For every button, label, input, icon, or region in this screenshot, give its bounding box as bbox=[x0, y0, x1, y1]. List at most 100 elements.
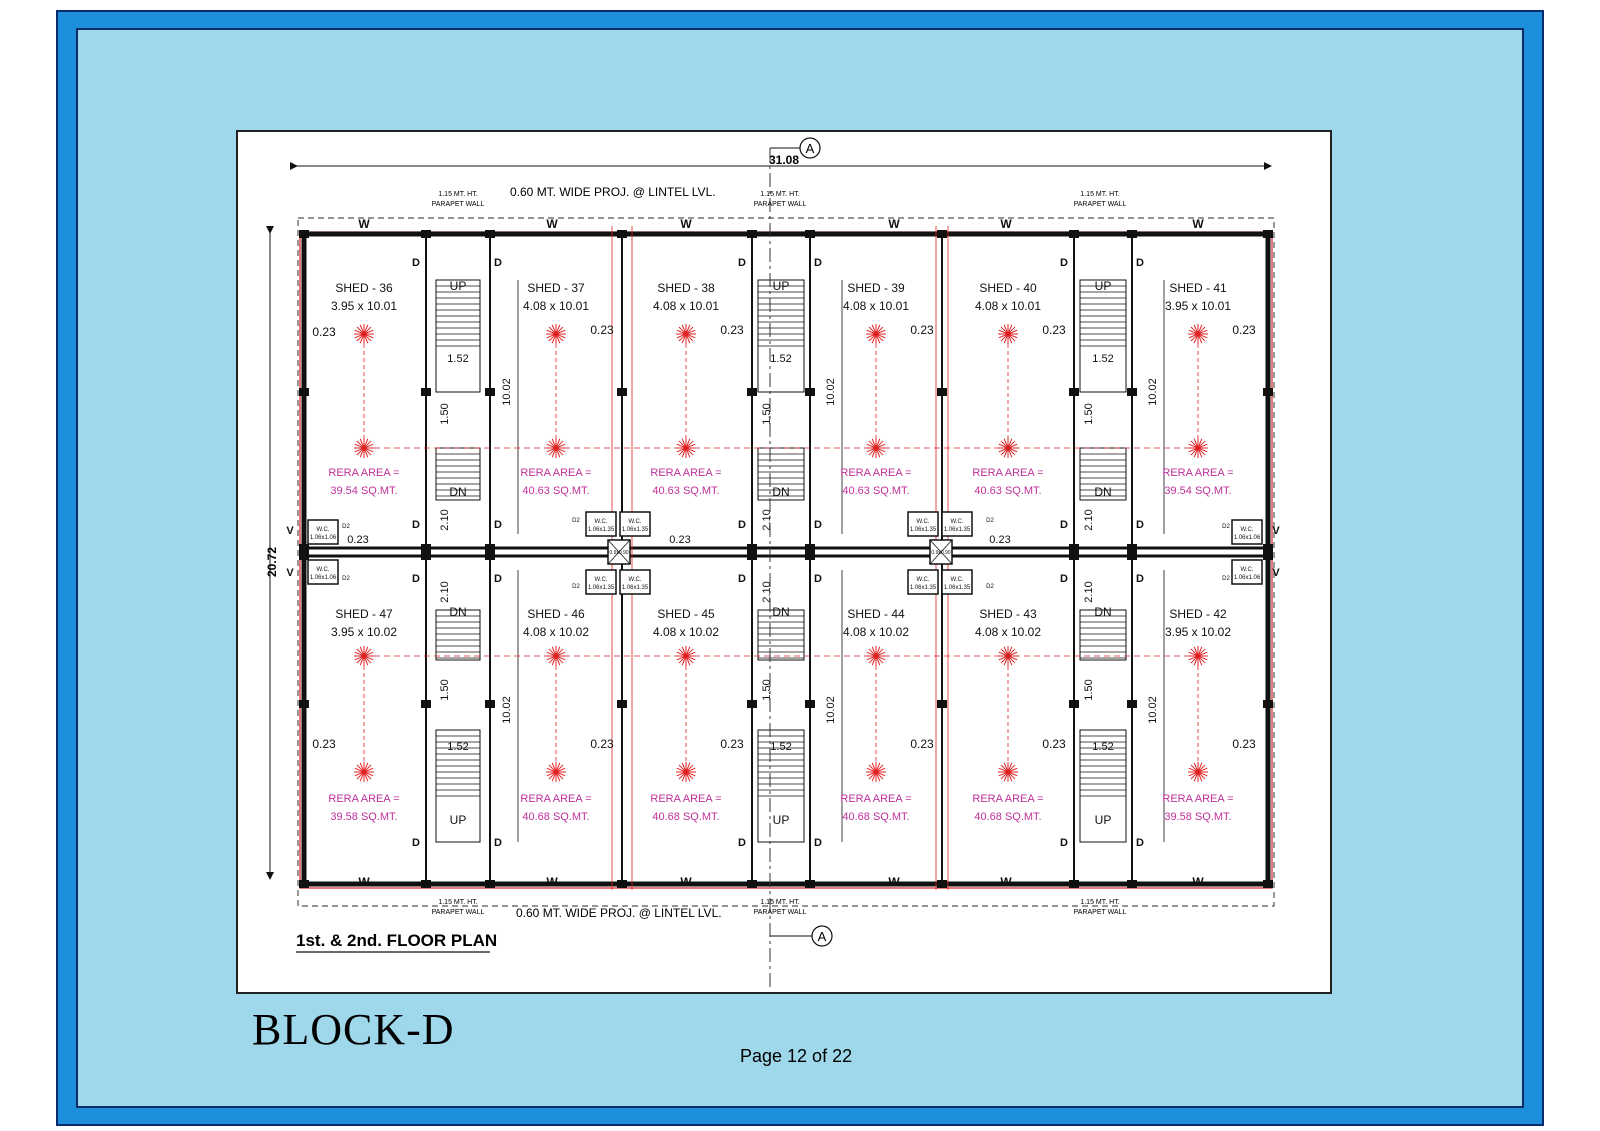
door-tag: D bbox=[1136, 837, 1144, 849]
light-points bbox=[354, 324, 1208, 782]
column bbox=[1069, 544, 1079, 552]
plan-title: 1st. & 2nd. FLOOR PLAN bbox=[296, 931, 497, 950]
column bbox=[1263, 700, 1273, 708]
wc-outline bbox=[585, 511, 617, 537]
rera-area-label: RERA AREA = bbox=[840, 793, 911, 805]
duct-cross bbox=[607, 539, 631, 565]
shed-size: 4.08 x 10.01 bbox=[843, 299, 909, 313]
door-tag: D bbox=[494, 837, 502, 849]
wall-thickness-label: 0.23 bbox=[669, 534, 690, 546]
landing-dimension: 1.50 bbox=[439, 403, 451, 424]
staircase-flight bbox=[757, 279, 805, 393]
column bbox=[1263, 552, 1273, 560]
rera-area-value: 40.63 SQ.MT. bbox=[842, 485, 909, 497]
door-tag: D bbox=[412, 837, 420, 849]
wall-thickness-label: 0.23 bbox=[910, 737, 934, 751]
door-tag-d2: D2 bbox=[1222, 524, 1230, 530]
wc-outline bbox=[907, 511, 939, 537]
wall-thickness-label: 0.23 bbox=[347, 534, 368, 546]
shed-size: 4.08 x 10.02 bbox=[975, 625, 1041, 639]
wall-thickness-label: 0.23 bbox=[720, 323, 744, 337]
column bbox=[421, 552, 431, 560]
column bbox=[805, 544, 815, 552]
wall-thickness-label: 0.23 bbox=[910, 323, 934, 337]
door-tag: D bbox=[738, 573, 746, 585]
door-tag: D bbox=[412, 573, 420, 585]
landing-dimension: 1.50 bbox=[439, 679, 451, 700]
lintel-projection-outline bbox=[297, 217, 1275, 907]
rera-area-value: 40.68 SQ.MT. bbox=[522, 811, 589, 823]
wc-outline bbox=[307, 559, 339, 585]
rera-area-label: RERA AREA = bbox=[650, 793, 721, 805]
shed-name: SHED - 40 bbox=[979, 281, 1037, 295]
shed-size: 3.95 x 10.02 bbox=[331, 625, 397, 639]
rera-area-label: RERA AREA = bbox=[328, 467, 399, 479]
parapet-note-top-right-1: 1.15 MT. HT. bbox=[1080, 191, 1119, 198]
stair-outline bbox=[757, 279, 805, 393]
column bbox=[805, 700, 815, 708]
parapet-note-top-mid-2: PARAPET WALL bbox=[754, 201, 807, 208]
stair-outline bbox=[435, 279, 481, 393]
column bbox=[1069, 230, 1079, 238]
column bbox=[747, 700, 757, 708]
light-ray bbox=[354, 767, 374, 777]
wc-size: 1.06x1.35 bbox=[588, 527, 615, 533]
column bbox=[421, 880, 431, 888]
stair-gap-dimension: 2.10 bbox=[1083, 581, 1095, 602]
column bbox=[299, 388, 309, 396]
stair-outline bbox=[757, 729, 805, 843]
stair-up-label: UP bbox=[1095, 813, 1112, 827]
stair-width-dimension: 1.52 bbox=[1092, 741, 1113, 753]
wc-room: W.C.1.06x1.35 bbox=[907, 569, 939, 595]
wc-room: W.C.1.06x1.06 bbox=[307, 559, 339, 585]
window-tag-bottom: W bbox=[1000, 875, 1012, 889]
wc-label: W.C. bbox=[317, 567, 330, 573]
duct: 0.9x0.90 bbox=[929, 539, 953, 565]
wc-label: W.C. bbox=[917, 577, 930, 583]
window-tag-top: W bbox=[546, 217, 558, 231]
wall-thickness-label: 0.23 bbox=[590, 323, 614, 337]
duct-cross bbox=[929, 539, 953, 565]
shed-size: 4.08 x 10.02 bbox=[653, 625, 719, 639]
column bbox=[1069, 700, 1079, 708]
column bbox=[421, 700, 431, 708]
stair-gap-dimension: 2.10 bbox=[439, 581, 451, 602]
parapet-note-top-left-1: 1.15 MT. HT. bbox=[438, 191, 477, 198]
wall-thickness-label: 0.23 bbox=[989, 534, 1010, 546]
column bbox=[747, 552, 757, 560]
page-number: Page 12 of 22 bbox=[740, 1046, 853, 1066]
light-ray bbox=[546, 329, 566, 339]
door-tag-d2: D2 bbox=[342, 524, 350, 530]
stair-gap-dimension: 2.10 bbox=[761, 581, 773, 602]
wc-label: W.C. bbox=[629, 577, 642, 583]
shed-depth-dimension: 10.02 bbox=[501, 378, 513, 406]
duct: 0.9x0.90 bbox=[607, 539, 631, 565]
column bbox=[485, 388, 495, 396]
outer-wall bbox=[301, 231, 1271, 887]
rera-area-value: 39.54 SQ.MT. bbox=[330, 485, 397, 497]
window-tag-top: W bbox=[358, 217, 370, 231]
rera-area-label: RERA AREA = bbox=[520, 467, 591, 479]
door-tag: D bbox=[738, 837, 746, 849]
wall-thickness-label: 0.23 bbox=[1232, 323, 1256, 337]
door-tag: D bbox=[1060, 837, 1068, 849]
window-tag-bottom: W bbox=[1192, 875, 1204, 889]
rera-area-value: 40.68 SQ.MT. bbox=[652, 811, 719, 823]
column bbox=[805, 552, 815, 560]
door-tag: D bbox=[1136, 573, 1144, 585]
door-tag: D bbox=[1060, 573, 1068, 585]
light-ray bbox=[1188, 767, 1208, 777]
wc-room: W.C.1.06x1.35 bbox=[619, 511, 651, 537]
wall-thickness-label: 0.23 bbox=[312, 325, 336, 339]
stair-up-label: UP bbox=[773, 813, 790, 827]
staircases: UPDNDNUP1.521.521.501.502.102.1010.0210.… bbox=[435, 279, 1165, 843]
shed-depth-dimension: 10.02 bbox=[825, 378, 837, 406]
stair-gap-dimension: 2.10 bbox=[439, 509, 451, 530]
door-tag: D bbox=[738, 519, 746, 531]
door-tag: D bbox=[1060, 257, 1068, 269]
column bbox=[1263, 880, 1273, 888]
